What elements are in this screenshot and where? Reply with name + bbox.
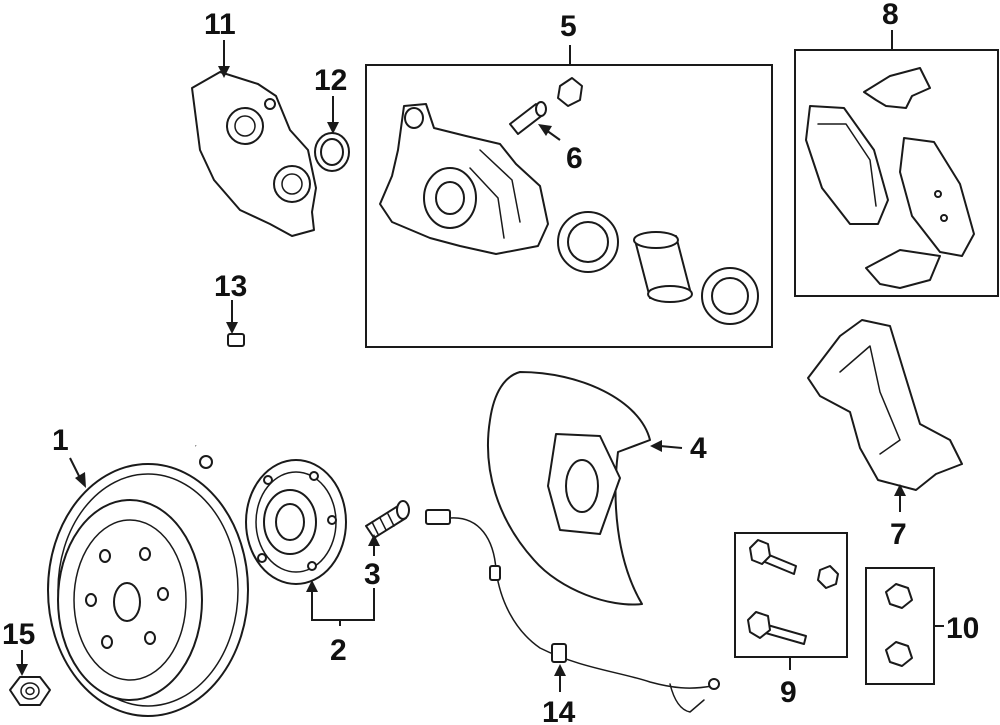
caliper-bracket	[807, 319, 963, 491]
callout-2: 2	[330, 634, 347, 667]
brake-pads	[805, 105, 975, 257]
caliper-piston	[633, 231, 693, 303]
caliper-housing	[191, 71, 317, 237]
dust-shield	[486, 371, 651, 606]
callout-8: 8	[882, 0, 899, 31]
callout-11: 11	[204, 8, 236, 41]
callout-12: 12	[314, 64, 347, 97]
brake-caliper	[379, 103, 549, 255]
brake-hose	[194, 333, 261, 469]
callout-4: 4	[690, 432, 707, 465]
leader-lines	[16, 30, 944, 692]
callout-3: 3	[364, 558, 381, 591]
pad-clip-lower	[865, 249, 941, 289]
brake-pad-box	[794, 49, 999, 297]
wheel-stud	[365, 500, 410, 539]
callout-7: 7	[890, 518, 907, 551]
bracket-nuts	[885, 583, 913, 667]
piston-seal	[557, 211, 619, 273]
callout-13: 13	[214, 270, 247, 303]
callout-9: 9	[780, 676, 797, 709]
lug-nut	[9, 676, 51, 706]
wheel-hub	[245, 459, 347, 585]
callout-5: 5	[560, 10, 577, 43]
brake-rotor	[47, 463, 249, 717]
callout-1: 1	[52, 424, 69, 457]
seal-ring	[314, 132, 350, 172]
callout-10: 10	[946, 612, 979, 645]
caliper-bolts	[747, 539, 839, 645]
bleeder-screw	[509, 77, 583, 135]
callout-14: 14	[542, 696, 576, 725]
abs-sensor-wire	[425, 509, 720, 713]
callout-15: 15	[2, 618, 35, 651]
piston-dust-boot	[701, 267, 759, 325]
callout-6: 6	[566, 142, 583, 175]
pad-clip-upper	[863, 67, 931, 109]
